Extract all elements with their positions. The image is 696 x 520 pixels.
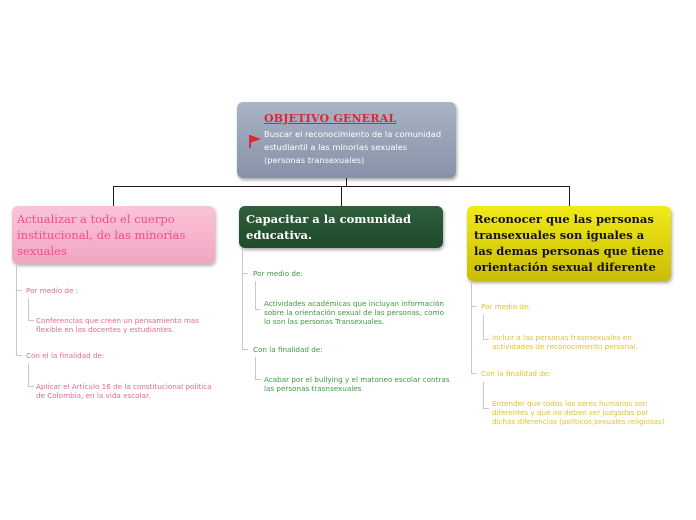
branch-2-sub2-text: Acabar por el bullying y el matoneo esco… — [264, 375, 450, 393]
red-flag-icon — [249, 135, 261, 148]
root-text: Buscar el reconocimiento de la comunidad… — [264, 129, 442, 165]
branch-2-sub2-line — [255, 357, 256, 379]
branch-connector-3 — [569, 186, 570, 206]
branch-1-sub1-line — [28, 298, 29, 320]
branch-1-sub1-tick — [28, 320, 34, 321]
branch-2-tick-1 — [242, 273, 248, 274]
branch-3-sub1-label: Por medio de: — [481, 302, 531, 311]
branch-3-sub1-tick — [483, 339, 489, 340]
branch-3-tick-1 — [471, 306, 477, 307]
branch-1-sub1-text: Conferencias que creen un pensamiento ma… — [36, 316, 200, 334]
root-title: OBJETIVO GENERAL — [264, 112, 397, 125]
branch-2-sub2-label: Con la finalidad de: — [253, 345, 323, 354]
branch-title-2: Capacitar a la comunidad educativa. — [246, 212, 412, 242]
branch-2-sub1-tick — [255, 309, 261, 310]
branch-3-sub2-text: Entender que todos los seres humanos son… — [492, 399, 665, 426]
branch-2-sub1-label: Por medio de: — [253, 269, 303, 278]
branch-2-sub1-line — [255, 281, 256, 309]
branch-3-tree-line — [471, 281, 472, 373]
branch-3-tick-2 — [471, 373, 477, 374]
branch-1-sub2-line — [28, 364, 29, 386]
branch-2-tick-2 — [242, 349, 248, 350]
branch-2-sub2-tick — [255, 379, 261, 380]
branch-2-tree-line — [242, 248, 243, 349]
branch-title-1: Actualizar a todo el cuerpo instituciona… — [17, 212, 186, 258]
branch-2-sub1-text: Actividades académicas que incluyan info… — [264, 299, 444, 326]
root-connector — [346, 178, 347, 186]
branch-node-2[interactable] — [239, 206, 443, 248]
branch-1-sub2-label: Con el la finalidad de: — [26, 351, 105, 360]
branch-3-sub2-line — [483, 382, 484, 408]
branch-1-sub1-label: Por medio de : — [26, 286, 79, 295]
branch-1-tick-1 — [16, 290, 22, 291]
branch-1-tree-line — [16, 264, 17, 355]
branch-connector-1 — [113, 186, 114, 206]
root-node[interactable] — [237, 102, 456, 178]
branch-3-sub2-label: Con la finalidad de: — [481, 369, 551, 378]
branch-3-sub2-tick — [483, 408, 489, 409]
branch-1-sub2-text: Aplicar el Artículo 16 de la constitucio… — [36, 382, 212, 400]
branch-node-1[interactable] — [12, 206, 215, 264]
branch-3-sub1-line — [483, 315, 484, 339]
branch-1-sub2-tick — [28, 386, 34, 387]
branch-connector-2 — [341, 186, 342, 206]
branch-node-3[interactable] — [467, 206, 671, 281]
branch-3-sub1-text: Incluir a las personas trasnsexuales en … — [492, 333, 638, 351]
branch-1-tick-2 — [16, 355, 22, 356]
branch-title-3: Reconocer que las personas transexuales … — [474, 212, 665, 274]
